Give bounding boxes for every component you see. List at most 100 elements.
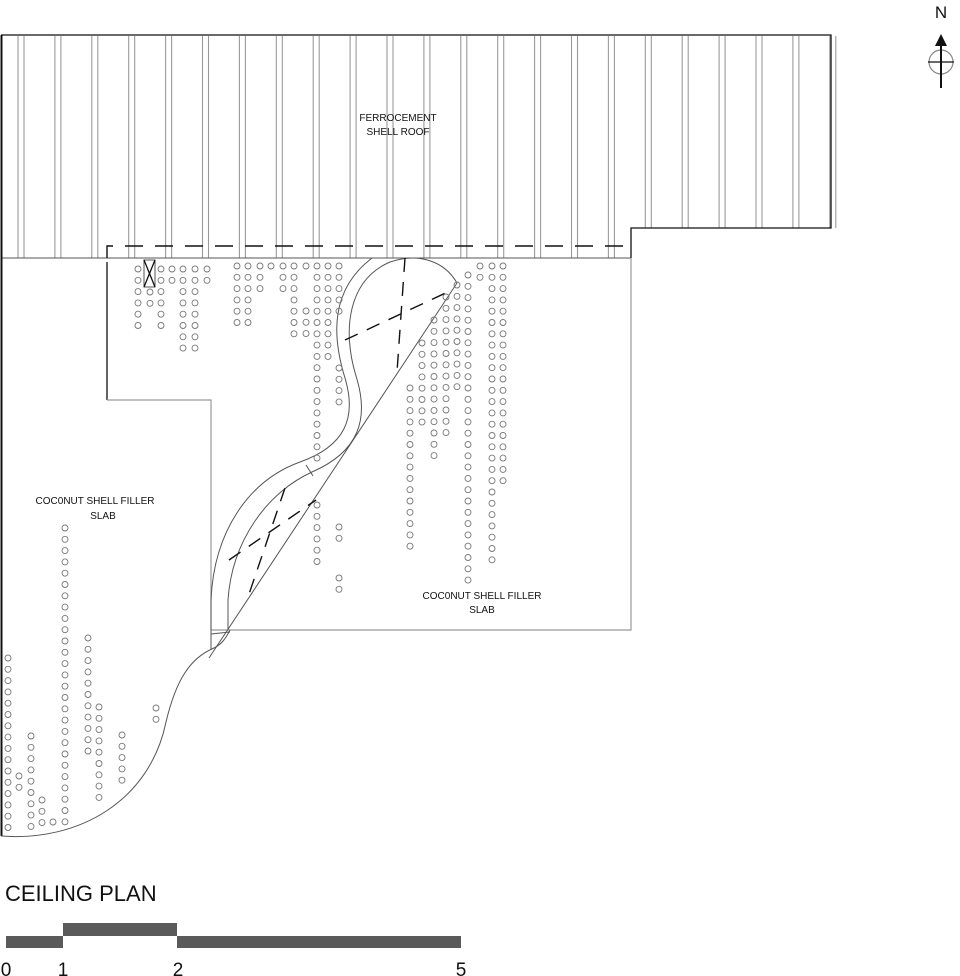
filler-hole (442, 338, 450, 346)
filler-hole (27, 777, 35, 785)
filler-hole (464, 508, 472, 516)
filler-hole (488, 522, 496, 530)
filler-hole (4, 711, 12, 718)
filler-hole (191, 344, 199, 352)
filler-hole (464, 339, 472, 347)
filler-hole (84, 702, 92, 710)
filler-hole (27, 743, 35, 751)
filler-hole (488, 375, 496, 383)
filler-hole (464, 554, 472, 561)
filler-hole (406, 531, 414, 539)
filler-hole (84, 691, 92, 698)
filler-hole (488, 285, 496, 293)
filler-hole (406, 452, 414, 460)
filler-hole (157, 276, 165, 284)
filler-hole (256, 285, 264, 293)
filler-hole (84, 724, 92, 732)
s-wall-inner (227, 257, 458, 630)
filler-hole (488, 511, 496, 519)
filler-hole (406, 407, 414, 415)
filler-hole (488, 262, 496, 270)
filler-hole (324, 285, 332, 293)
filler-hole (453, 383, 461, 391)
filler-hole (27, 732, 35, 740)
filler-hole (118, 765, 126, 773)
filler-hole (488, 296, 496, 304)
filler-hole (453, 360, 461, 368)
s-wall-joint (305, 464, 314, 477)
filler-hole (430, 395, 438, 403)
filler-hole (499, 465, 507, 473)
filler-hole (191, 276, 199, 284)
filler-hole (406, 542, 414, 550)
filler-hole (406, 384, 414, 392)
filler-hole (15, 772, 23, 780)
filler-hole (49, 818, 57, 826)
s-wall-outer (210, 257, 373, 650)
filler-hole (244, 307, 252, 315)
slab-label-right-line2: SLAB (469, 605, 495, 616)
filler-hole (27, 822, 35, 830)
filler-hole (418, 339, 426, 347)
filler-hole (499, 273, 507, 281)
filler-hole (302, 262, 310, 270)
filler-hole (38, 807, 46, 815)
filler-hole (61, 569, 69, 577)
filler-hole (313, 454, 321, 462)
filler-hole (313, 558, 321, 565)
filler-hole (335, 375, 343, 383)
filler-hole (279, 262, 287, 270)
filler-hole (256, 262, 264, 270)
filler-hole (406, 474, 414, 482)
filler-hole (313, 386, 321, 394)
filler-hole (499, 398, 507, 406)
filler-hole (157, 288, 165, 296)
filler-hole (488, 556, 496, 564)
filler-hole (290, 307, 298, 315)
filler-hole (464, 463, 472, 471)
filler-hole (313, 352, 321, 360)
filler-hole (118, 776, 126, 784)
filler-hole (324, 341, 332, 349)
filler-hole (313, 546, 321, 554)
filler-hole (157, 310, 165, 318)
filler-hole (406, 429, 414, 437)
filler-hole (488, 443, 496, 451)
filler-hole (313, 375, 321, 383)
filler-hole (499, 330, 507, 338)
filler-hole (418, 396, 426, 403)
filler-hole (430, 350, 438, 358)
filler-hole (4, 688, 12, 696)
filler-hole (279, 285, 287, 293)
filler-hole (191, 265, 199, 273)
roof-outline (1, 34, 832, 258)
filler-hole (38, 796, 46, 804)
dashed-bracing (228, 499, 317, 561)
filler-hole (61, 795, 69, 803)
filler-hole (118, 731, 126, 739)
filler-hole (464, 271, 472, 279)
filler-hole (233, 307, 241, 315)
slab-label-left-line1: COC0NUT SHELL FILLER (36, 496, 155, 507)
filler-hole (302, 330, 310, 338)
filler-hole (279, 273, 287, 281)
filler-hole (464, 452, 472, 460)
filler-hole (290, 319, 298, 326)
filler-hole (464, 407, 472, 415)
filler-hole (203, 265, 211, 273)
filler-hole (302, 307, 310, 315)
filler-hole (84, 747, 92, 755)
filler-hole (464, 361, 472, 369)
filler-hole (442, 293, 450, 301)
filler-hole (27, 800, 35, 808)
filler-hole (335, 585, 343, 593)
scale-tick-5: 5 (456, 960, 467, 976)
filler-hole (335, 273, 343, 281)
filler-hole (61, 739, 69, 747)
filler-hole (168, 265, 176, 273)
filler-hole (313, 398, 321, 406)
filler-hole (464, 328, 472, 335)
filler-hole (95, 771, 103, 779)
filler-hole (488, 488, 496, 496)
